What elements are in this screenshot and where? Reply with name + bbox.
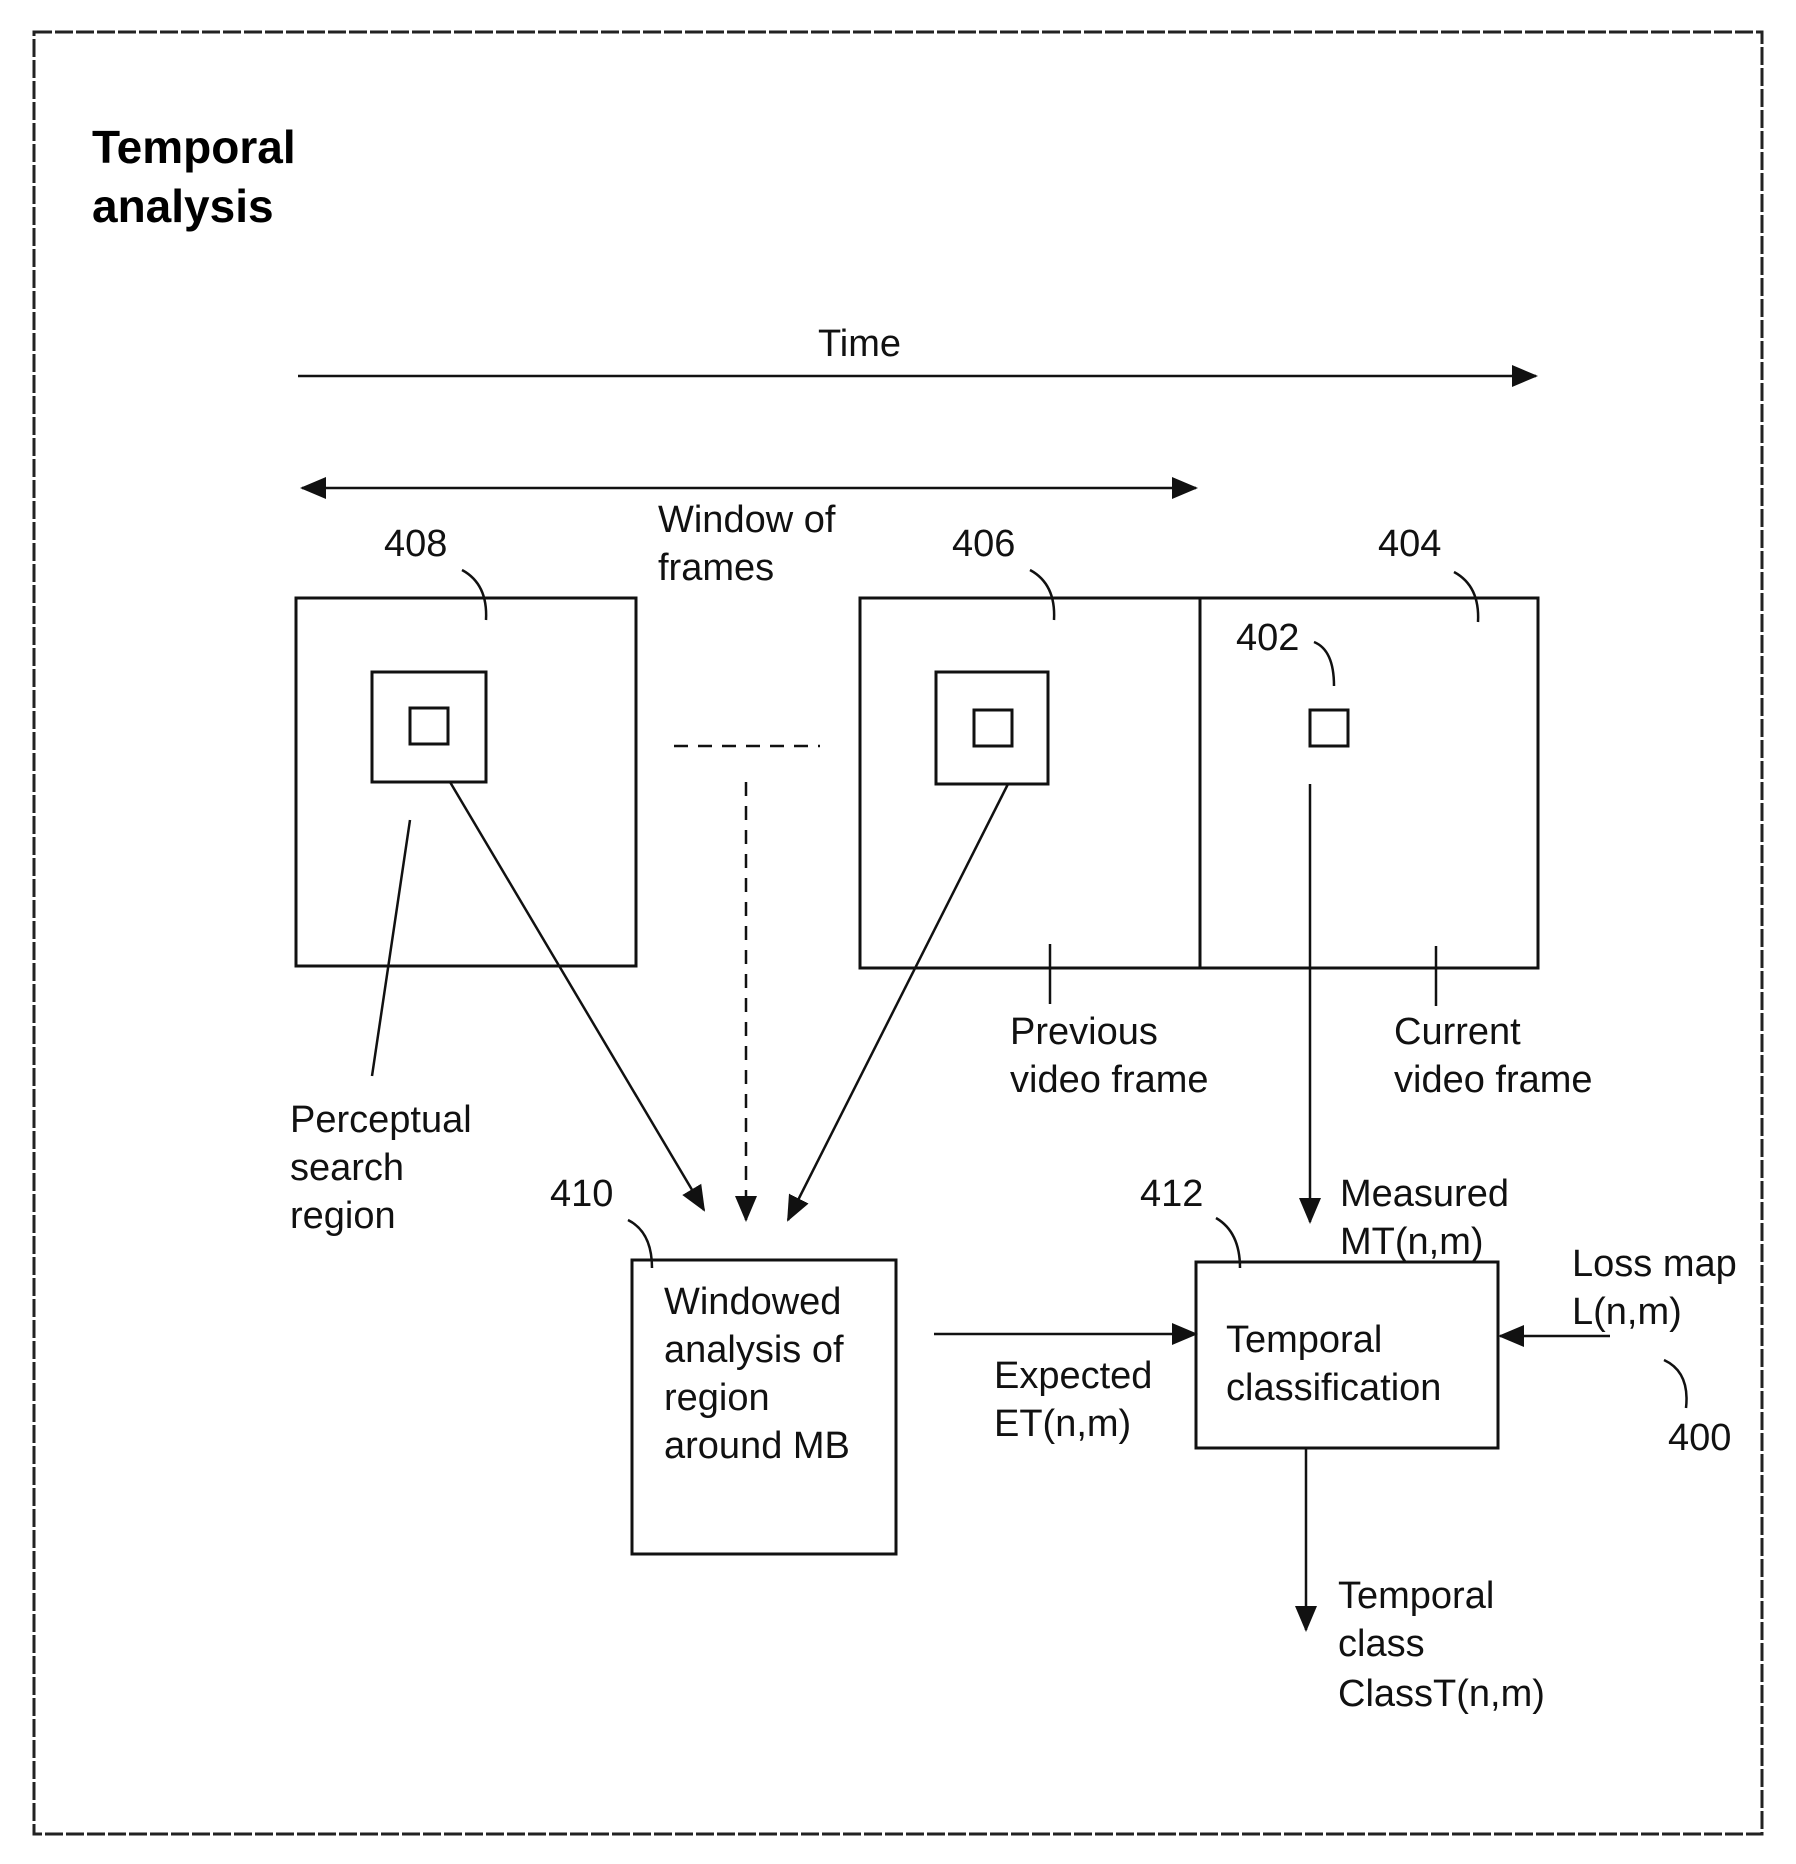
measured-label: Measured MT(n,m) bbox=[1340, 1173, 1520, 1263]
macroblock-406 bbox=[974, 710, 1012, 746]
loss-map-label: Loss map L(n,m) bbox=[1572, 1243, 1747, 1333]
leader-406 bbox=[1030, 570, 1054, 620]
figure-border bbox=[34, 32, 1762, 1834]
previous-frame-label: Previous video frame bbox=[1010, 1011, 1209, 1101]
time-label: Time bbox=[818, 323, 901, 365]
search-region-406 bbox=[936, 672, 1048, 784]
ref-406: 406 bbox=[952, 523, 1015, 565]
ref-402: 402 bbox=[1236, 617, 1299, 659]
leader-400 bbox=[1664, 1360, 1687, 1408]
expected-label: Expected ET(n,m) bbox=[994, 1355, 1163, 1445]
leader-408 bbox=[462, 570, 486, 620]
figure-title: Temporal analysis bbox=[92, 121, 308, 232]
ref-410: 410 bbox=[550, 1173, 613, 1215]
current-frame-label: Current video frame bbox=[1394, 1011, 1593, 1101]
macroblock-408 bbox=[410, 708, 448, 744]
temporal-classification-label: Temporal classification bbox=[1226, 1319, 1441, 1409]
search-region-408 bbox=[372, 672, 486, 782]
macroblock-402 bbox=[1310, 710, 1348, 746]
arrow-408-to-analysis bbox=[450, 782, 704, 1210]
window-label: Window of frames bbox=[658, 499, 846, 589]
leader-402 bbox=[1314, 642, 1334, 686]
leader-perceptual bbox=[372, 820, 410, 1076]
ref-400: 400 bbox=[1668, 1417, 1731, 1459]
ref-404: 404 bbox=[1378, 523, 1441, 565]
ref-412: 412 bbox=[1140, 1173, 1203, 1215]
temporal-class-output-label: Temporal class ClassT(n,m) bbox=[1338, 1575, 1545, 1715]
perceptual-label: Perceptual search region bbox=[290, 1099, 482, 1237]
ref-408: 408 bbox=[384, 523, 447, 565]
windowed-analysis-label: Windowed analysis of region around MB bbox=[664, 1281, 854, 1467]
arrow-406-to-analysis bbox=[788, 784, 1008, 1220]
